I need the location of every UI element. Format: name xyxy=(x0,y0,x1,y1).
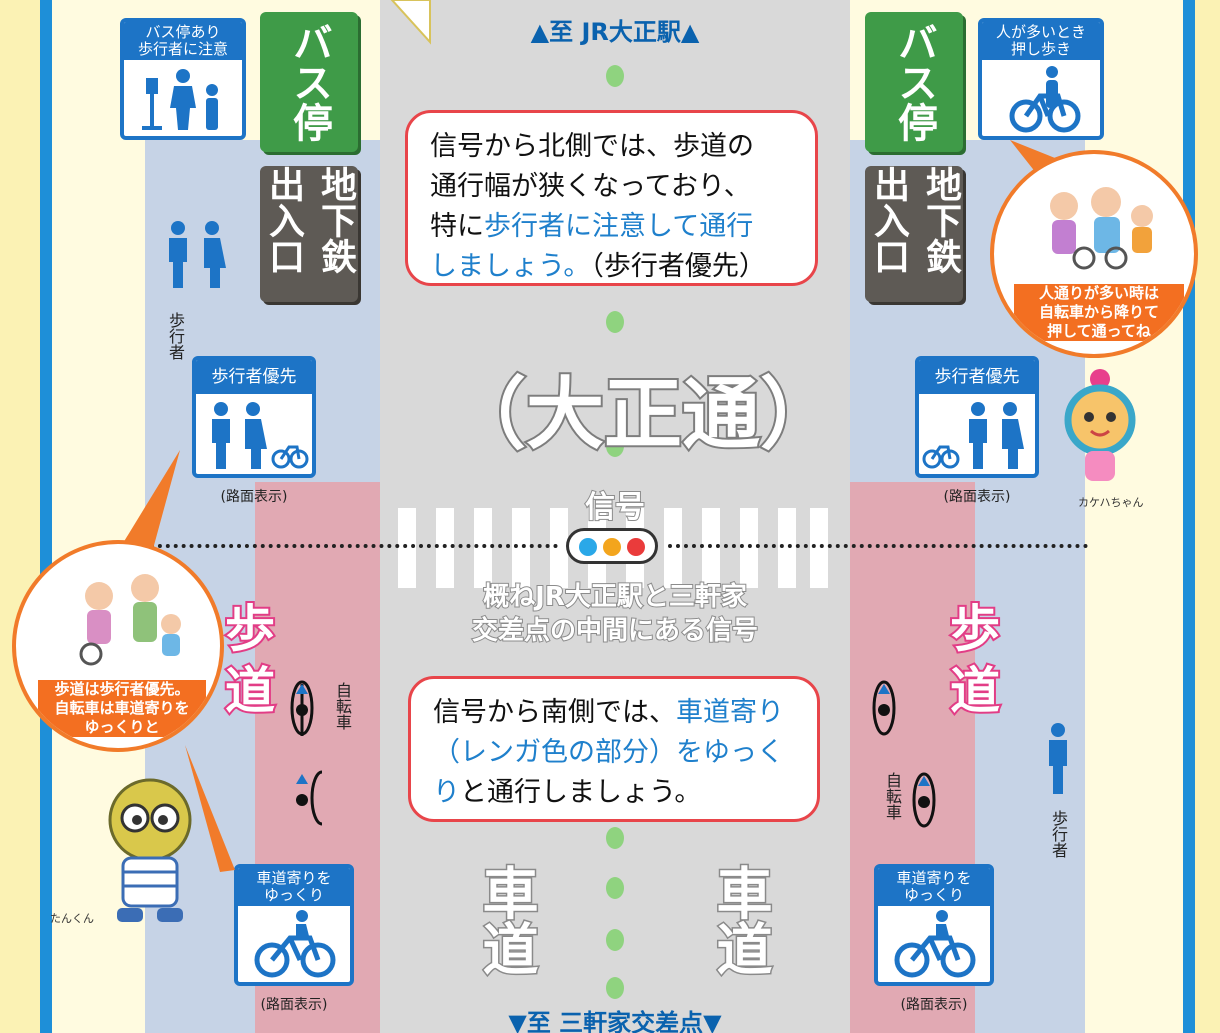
sidewalk-label-east-char-2: 道 xyxy=(948,660,1002,722)
roadway-label-west: 車道 xyxy=(472,863,540,978)
south-callout-highlight-1: 車道寄り xyxy=(676,697,784,728)
speech-bubble-right: 人通りが多い時は 自転車から降りて 押して通ってね xyxy=(990,150,1198,358)
pedestrians-and-cyclist-illustration xyxy=(79,574,181,666)
walking-bicycle-icon xyxy=(1009,66,1081,133)
pedestrian-priority-sign-east: 歩行者優先 xyxy=(915,356,1039,478)
north-direction-label: ▲至 JR大正駅▲ xyxy=(530,18,700,46)
road-marking-note-west-1: (路面表示) xyxy=(220,489,288,505)
pedestrian-priority-icon-west xyxy=(212,402,309,469)
keep-roadside-pictogram-east xyxy=(878,906,990,982)
dismount-pictogram xyxy=(982,60,1100,136)
north-callout-highlight-1: 歩行者に注意して通行 xyxy=(484,211,754,242)
south-callout-highlight-2: （レンガ色の部分）をゆっく xyxy=(433,737,784,768)
pedestrian-label-east: 歩行者 xyxy=(1049,810,1068,858)
south-callout-line-1: 信号から南側では、車道寄り xyxy=(433,693,795,733)
road-marking-note-west-2: (路面表示) xyxy=(260,997,328,1013)
pedestrian-priority-sign-west: 歩行者優先 xyxy=(192,356,316,478)
north-callout-line-3: 特に歩行者に注意して通行 xyxy=(430,207,793,247)
south-callout-highlight-3: り xyxy=(433,777,460,808)
north-callout-line-4: しましょう。（歩行者優先） xyxy=(430,247,793,287)
sidewalk-label-east: 歩道 xyxy=(940,598,1010,722)
bicycle-top-view-east xyxy=(872,680,936,828)
tankun-name: たんくん xyxy=(50,912,94,925)
cyclist-icon-west xyxy=(254,910,336,978)
pedestrian-priority-pictogram-east xyxy=(919,394,1035,474)
speech-bubble-left-text: 歩道は歩行者優先。 自転車は車道寄りを ゆっくりと xyxy=(38,680,206,737)
pedestrian-icon-east xyxy=(1049,723,1067,794)
bus-caution-sign: バス停あり 歩行者に注意 xyxy=(120,18,246,140)
left-frame-border xyxy=(40,0,52,1033)
north-callout-line-3-pre: 特に xyxy=(430,211,484,242)
bicycle-label-east: 自転車 xyxy=(883,772,902,820)
pedestrian-label-west: 歩行者 xyxy=(166,312,185,360)
pedestrians-icon-west xyxy=(169,221,226,288)
road-name: （大正通） xyxy=(446,368,840,462)
north-callout-line-1: 信号から北側では、歩道の xyxy=(430,131,754,162)
subway-entrance-west: 地下鉄出入口 xyxy=(260,166,358,302)
sidewalk-label-west-char-2: 道 xyxy=(223,660,277,722)
south-callout: 信号から南側では、車道寄り （レンガ色の部分）をゆっく りと通行しましょう。 xyxy=(408,676,820,822)
speech-bubble-left: 歩道は歩行者優先。 自転車は車道寄りを ゆっくりと xyxy=(12,540,224,752)
bicycle-label-west: 自転車 xyxy=(333,682,352,730)
bus-stop-pedestrians-icon xyxy=(142,69,218,130)
tankun-mascot xyxy=(108,778,192,922)
south-callout-line-1-pre: 信号から南側では、 xyxy=(433,697,676,728)
signal-label: 信号 xyxy=(584,489,646,526)
road-marking-note-east-1: (路面表示) xyxy=(943,489,1011,505)
pedestrian-priority-icon-east xyxy=(922,402,1024,469)
north-callout: 信号から北側では、歩道の 通行幅が狭くなっており、 特に歩行者に注意して通行 し… xyxy=(405,110,818,286)
pedestrian-priority-header-east: 歩行者優先 xyxy=(919,360,1035,394)
keep-roadside-sign-east: 車道寄りを ゆっくり xyxy=(874,864,994,986)
kakeha-chan-name: カケハちゃん xyxy=(1078,496,1144,509)
subway-entrance-east: 地下鉄出入口 xyxy=(865,166,963,302)
bus-caution-sign-header: バス停あり 歩行者に注意 xyxy=(124,22,242,60)
roadway-label-east: 車道 xyxy=(706,863,774,978)
sidewalk-label-west-char-1: 歩 xyxy=(223,598,277,660)
keep-roadside-header-east: 車道寄りを ゆっくり xyxy=(878,868,990,906)
sidewalk-label-east-char-1: 歩 xyxy=(948,598,1002,660)
traffic-signal-icon xyxy=(566,528,658,564)
bicycle-top-view-west xyxy=(290,680,322,826)
keep-roadside-sign-west: 車道寄りを ゆっくり xyxy=(234,864,354,986)
signal-lamp-yellow xyxy=(603,538,621,556)
signal-line-east xyxy=(668,544,1088,548)
south-direction-label: ▼至 三軒家交差点▼ xyxy=(508,1009,722,1033)
north-callout-line-4-post: （歩行者優先） xyxy=(590,251,766,282)
south-callout-line-3-post: と通行しましょう。 xyxy=(460,777,702,808)
signal-description: 概ねJR大正駅と三軒家 交差点の中間にある信号 xyxy=(471,581,759,647)
signal-line-west xyxy=(150,544,558,548)
pedestrian-priority-pictogram-west xyxy=(196,394,312,474)
bus-stop-east: バス停 xyxy=(865,12,963,152)
bus-caution-pictogram xyxy=(124,60,242,136)
dismount-sign-header: 人が多いとき 押し歩き xyxy=(982,22,1100,60)
keep-roadside-header-west: 車道寄りを ゆっくり xyxy=(238,868,350,906)
signal-lamp-blue xyxy=(579,538,597,556)
kakeha-chan-mascot xyxy=(1064,369,1136,481)
people-walking-bicycles-illustration xyxy=(1050,187,1153,270)
sidewalk-label-west: 歩道 xyxy=(215,598,285,722)
dismount-sign: 人が多いとき 押し歩き xyxy=(978,18,1104,140)
north-callout-line-2: 通行幅が狭くなっており、 xyxy=(430,171,751,202)
speech-bubble-right-text: 人通りが多い時は 自転車から降りて 押して通ってね xyxy=(1014,284,1184,341)
keep-roadside-pictogram-west xyxy=(238,906,350,982)
south-callout-line-3: りと通行しましょう。 xyxy=(433,773,795,813)
road-marking-note-east-2: (路面表示) xyxy=(900,997,968,1013)
cyclist-icon-east xyxy=(894,910,976,978)
bus-stop-west: バス停 xyxy=(260,12,358,152)
pedestrian-priority-header-west: 歩行者優先 xyxy=(196,360,312,394)
north-callout-highlight-2: しましょう。 xyxy=(430,251,591,282)
signal-lamp-red xyxy=(627,538,645,556)
